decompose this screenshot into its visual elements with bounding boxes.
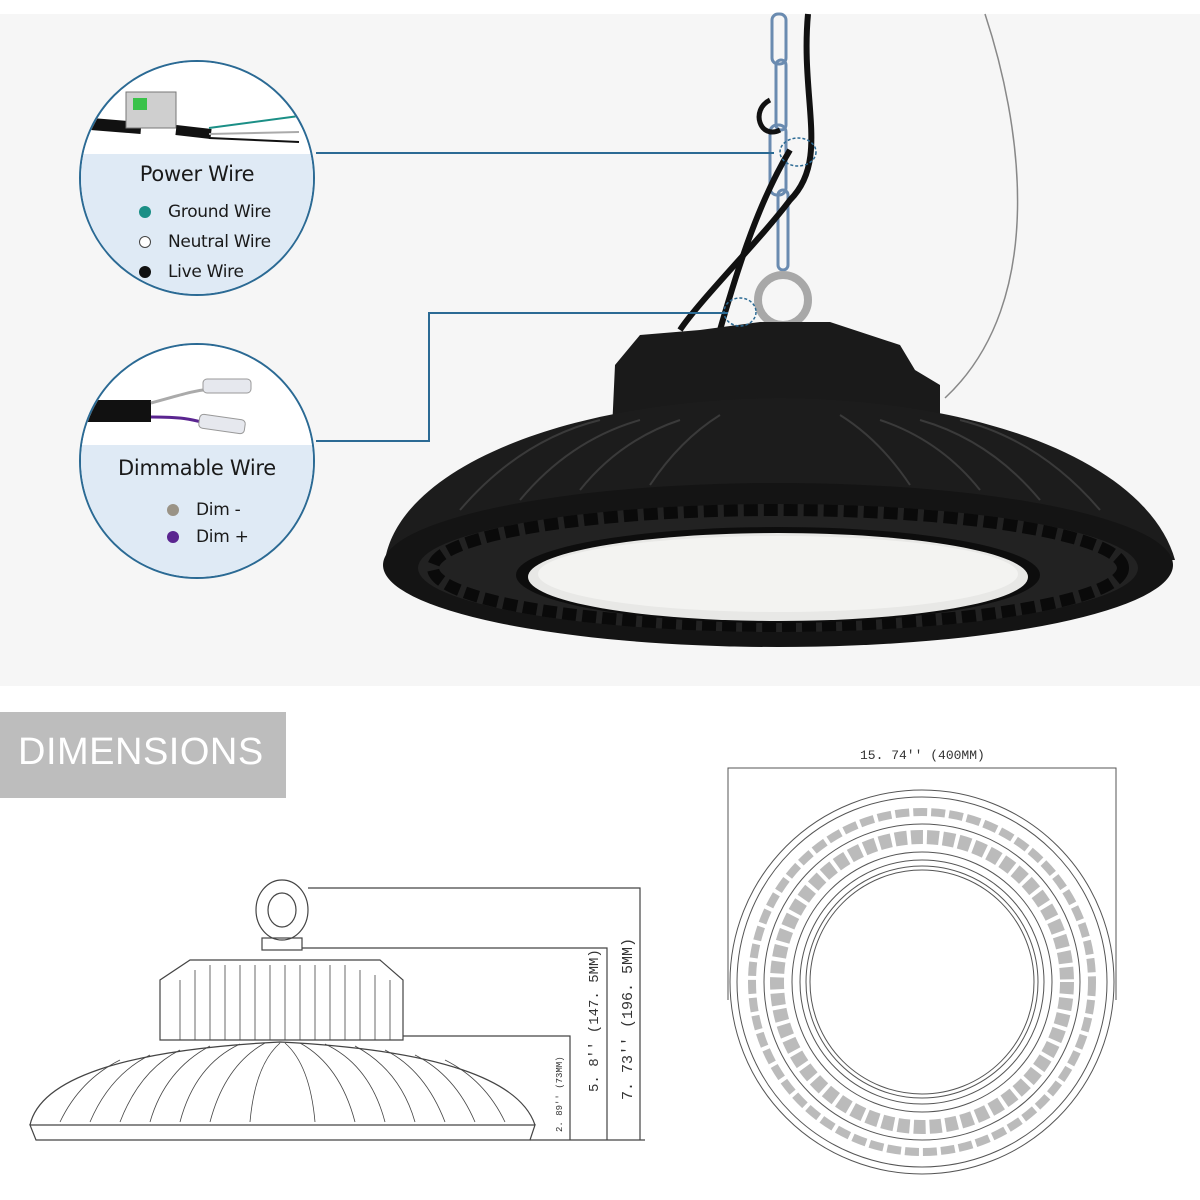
dimmable-wire-callout: Dimmable Wire Dim - Dim + — [79, 343, 315, 579]
top-view-drawing — [727, 767, 1117, 1175]
dimmable-wire-leader-h-bottom — [316, 440, 430, 442]
legend-dim-plus: Dim + — [167, 527, 249, 547]
legend-ground-wire: Ground Wire — [139, 202, 271, 222]
diameter-label: 15. 74'' (400MM) — [860, 748, 985, 763]
dimmable-wire-highlight-circle — [723, 297, 757, 327]
dim-minus-dot-icon — [167, 504, 179, 516]
dimmable-wire-leader-v — [428, 312, 430, 442]
power-wire-highlight-circle — [779, 137, 817, 167]
power-wire-label-area — [81, 154, 313, 294]
dimmable-wire-label-area — [81, 445, 313, 577]
ground-wire-dot-icon — [139, 206, 151, 218]
dimming-cable-icon — [81, 378, 252, 435]
power-wire-callout: Power Wire Ground Wire Neutral Wire Live… — [79, 60, 315, 296]
power-wire-leader-line — [316, 152, 774, 154]
dimensions-heading-tab: DIMENSIONS — [0, 712, 286, 798]
dimmable-wire-photo — [81, 345, 313, 445]
neutral-wire-dot-icon — [139, 236, 151, 248]
dimmable-wire-leader-h-top — [428, 312, 728, 314]
live-wire-dot-icon — [139, 266, 151, 278]
power-wire-title: Power Wire — [139, 162, 255, 186]
high-bay-light-photo — [383, 12, 1175, 647]
dimensions-heading: DIMENSIONS — [18, 731, 264, 773]
power-wire-photo — [81, 62, 313, 154]
legend-neutral-wire: Neutral Wire — [139, 232, 271, 252]
total-height-label: 7. 73'' (196. 5MM) — [620, 937, 637, 1100]
dimmable-wire-title: Dimmable Wire — [118, 456, 276, 480]
legend-live-wire: Live Wire — [139, 262, 244, 282]
side-view-drawing — [29, 879, 645, 1141]
dim-plus-dot-icon — [167, 531, 179, 543]
base-height-label: 2. 89'' (73MM) — [555, 1056, 565, 1132]
power-cable-icon — [90, 91, 300, 143]
legend-dim-minus: Dim - — [167, 500, 241, 520]
body-height-label: 5. 8'' (147. 5MM) — [587, 949, 603, 1092]
